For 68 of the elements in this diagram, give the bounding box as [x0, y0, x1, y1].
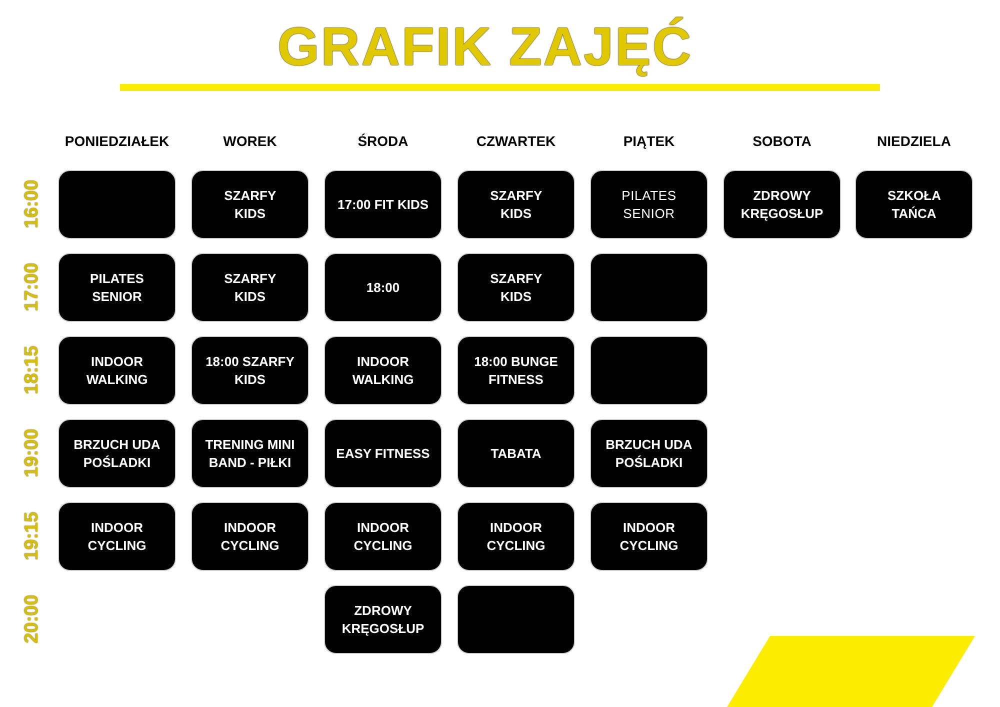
time-label: 20:00 — [20, 594, 44, 644]
time-label: 17:00 — [20, 262, 44, 312]
class-name: 18:00 BUNGE FITNESS — [473, 352, 559, 388]
class-name: 17:00 FIT KIDS — [336, 196, 430, 214]
class-box — [324, 253, 442, 322]
class-box — [457, 170, 575, 239]
day-header: NIEDZIELA — [876, 132, 952, 151]
class-name: SZARFY KIDS — [490, 270, 542, 306]
day-header: PIĄTEK — [622, 132, 676, 151]
class-box — [723, 170, 841, 239]
class-name: SZARFY KIDS — [224, 270, 276, 306]
class-name: TRENING MINI BAND - PIŁKI — [204, 436, 296, 472]
class-box — [191, 253, 309, 322]
class-name: EASY FITNESS — [335, 444, 431, 462]
class-name: ZDROWY KRĘGOSŁUP — [342, 602, 424, 638]
class-name: INDOOR CYCLING — [88, 518, 146, 554]
class-name: SZKOŁA TAŃCA — [888, 186, 940, 222]
class-name: 18:00 SZARFY KIDS — [204, 352, 296, 388]
empty-class-box — [590, 253, 708, 322]
class-box — [324, 419, 442, 488]
class-box — [457, 502, 575, 571]
time-label: 19:00 — [20, 428, 44, 478]
class-name: INDOOR WALKING — [86, 352, 148, 388]
class-box — [58, 502, 176, 571]
class-box — [324, 585, 442, 654]
class-box — [324, 502, 442, 571]
day-header: PONIEDZIAŁEK — [64, 132, 170, 151]
class-box — [58, 336, 176, 405]
class-name: INDOOR WALKING — [352, 352, 414, 388]
class-box — [191, 419, 309, 488]
class-name: INDOOR CYCLING — [354, 518, 412, 554]
day-header: ŚRODA — [356, 132, 410, 151]
class-name: SZARFY KIDS — [224, 186, 276, 222]
schedule-title: GRAFIK ZAJĘĆ — [276, 16, 694, 78]
class-box — [457, 336, 575, 405]
class-name: ZDROWY KRĘGOSŁUP — [740, 186, 824, 222]
class-name: PILATES SENIOR — [622, 186, 676, 222]
class-name: PILATES SENIOR — [90, 270, 144, 306]
class-box — [58, 419, 176, 488]
class-box — [590, 419, 708, 488]
class-name: TABATA — [490, 444, 542, 462]
class-box — [324, 170, 442, 239]
class-name: BRZUCH UDA POŚLADKI — [72, 436, 162, 472]
class-name: INDOOR CYCLING — [620, 518, 678, 554]
empty-class-box — [58, 170, 176, 239]
day-header: WOREK — [222, 132, 278, 151]
class-box — [58, 253, 176, 322]
class-name: SZARFY KIDS — [490, 186, 542, 222]
class-box — [191, 170, 309, 239]
class-box — [590, 502, 708, 571]
day-header: SOBOTA — [752, 132, 812, 151]
class-box — [191, 336, 309, 405]
time-label: 18:15 — [20, 346, 44, 394]
class-box — [191, 502, 309, 571]
class-name: INDOOR CYCLING — [220, 518, 280, 554]
time-label: 16:00 — [20, 180, 44, 228]
class-name: BRZUCH UDA POŚLADKI — [604, 436, 694, 472]
class-name: 18:00 — [365, 278, 401, 296]
class-box — [457, 253, 575, 322]
empty-class-box — [590, 336, 708, 405]
class-box — [855, 170, 973, 239]
class-box — [457, 419, 575, 488]
day-header: CZWARTEK — [475, 132, 557, 151]
time-label: 19:15 — [20, 512, 44, 560]
class-box — [324, 336, 442, 405]
empty-class-box — [457, 585, 575, 654]
class-box — [590, 170, 708, 239]
class-name: INDOOR CYCLING — [486, 518, 546, 554]
